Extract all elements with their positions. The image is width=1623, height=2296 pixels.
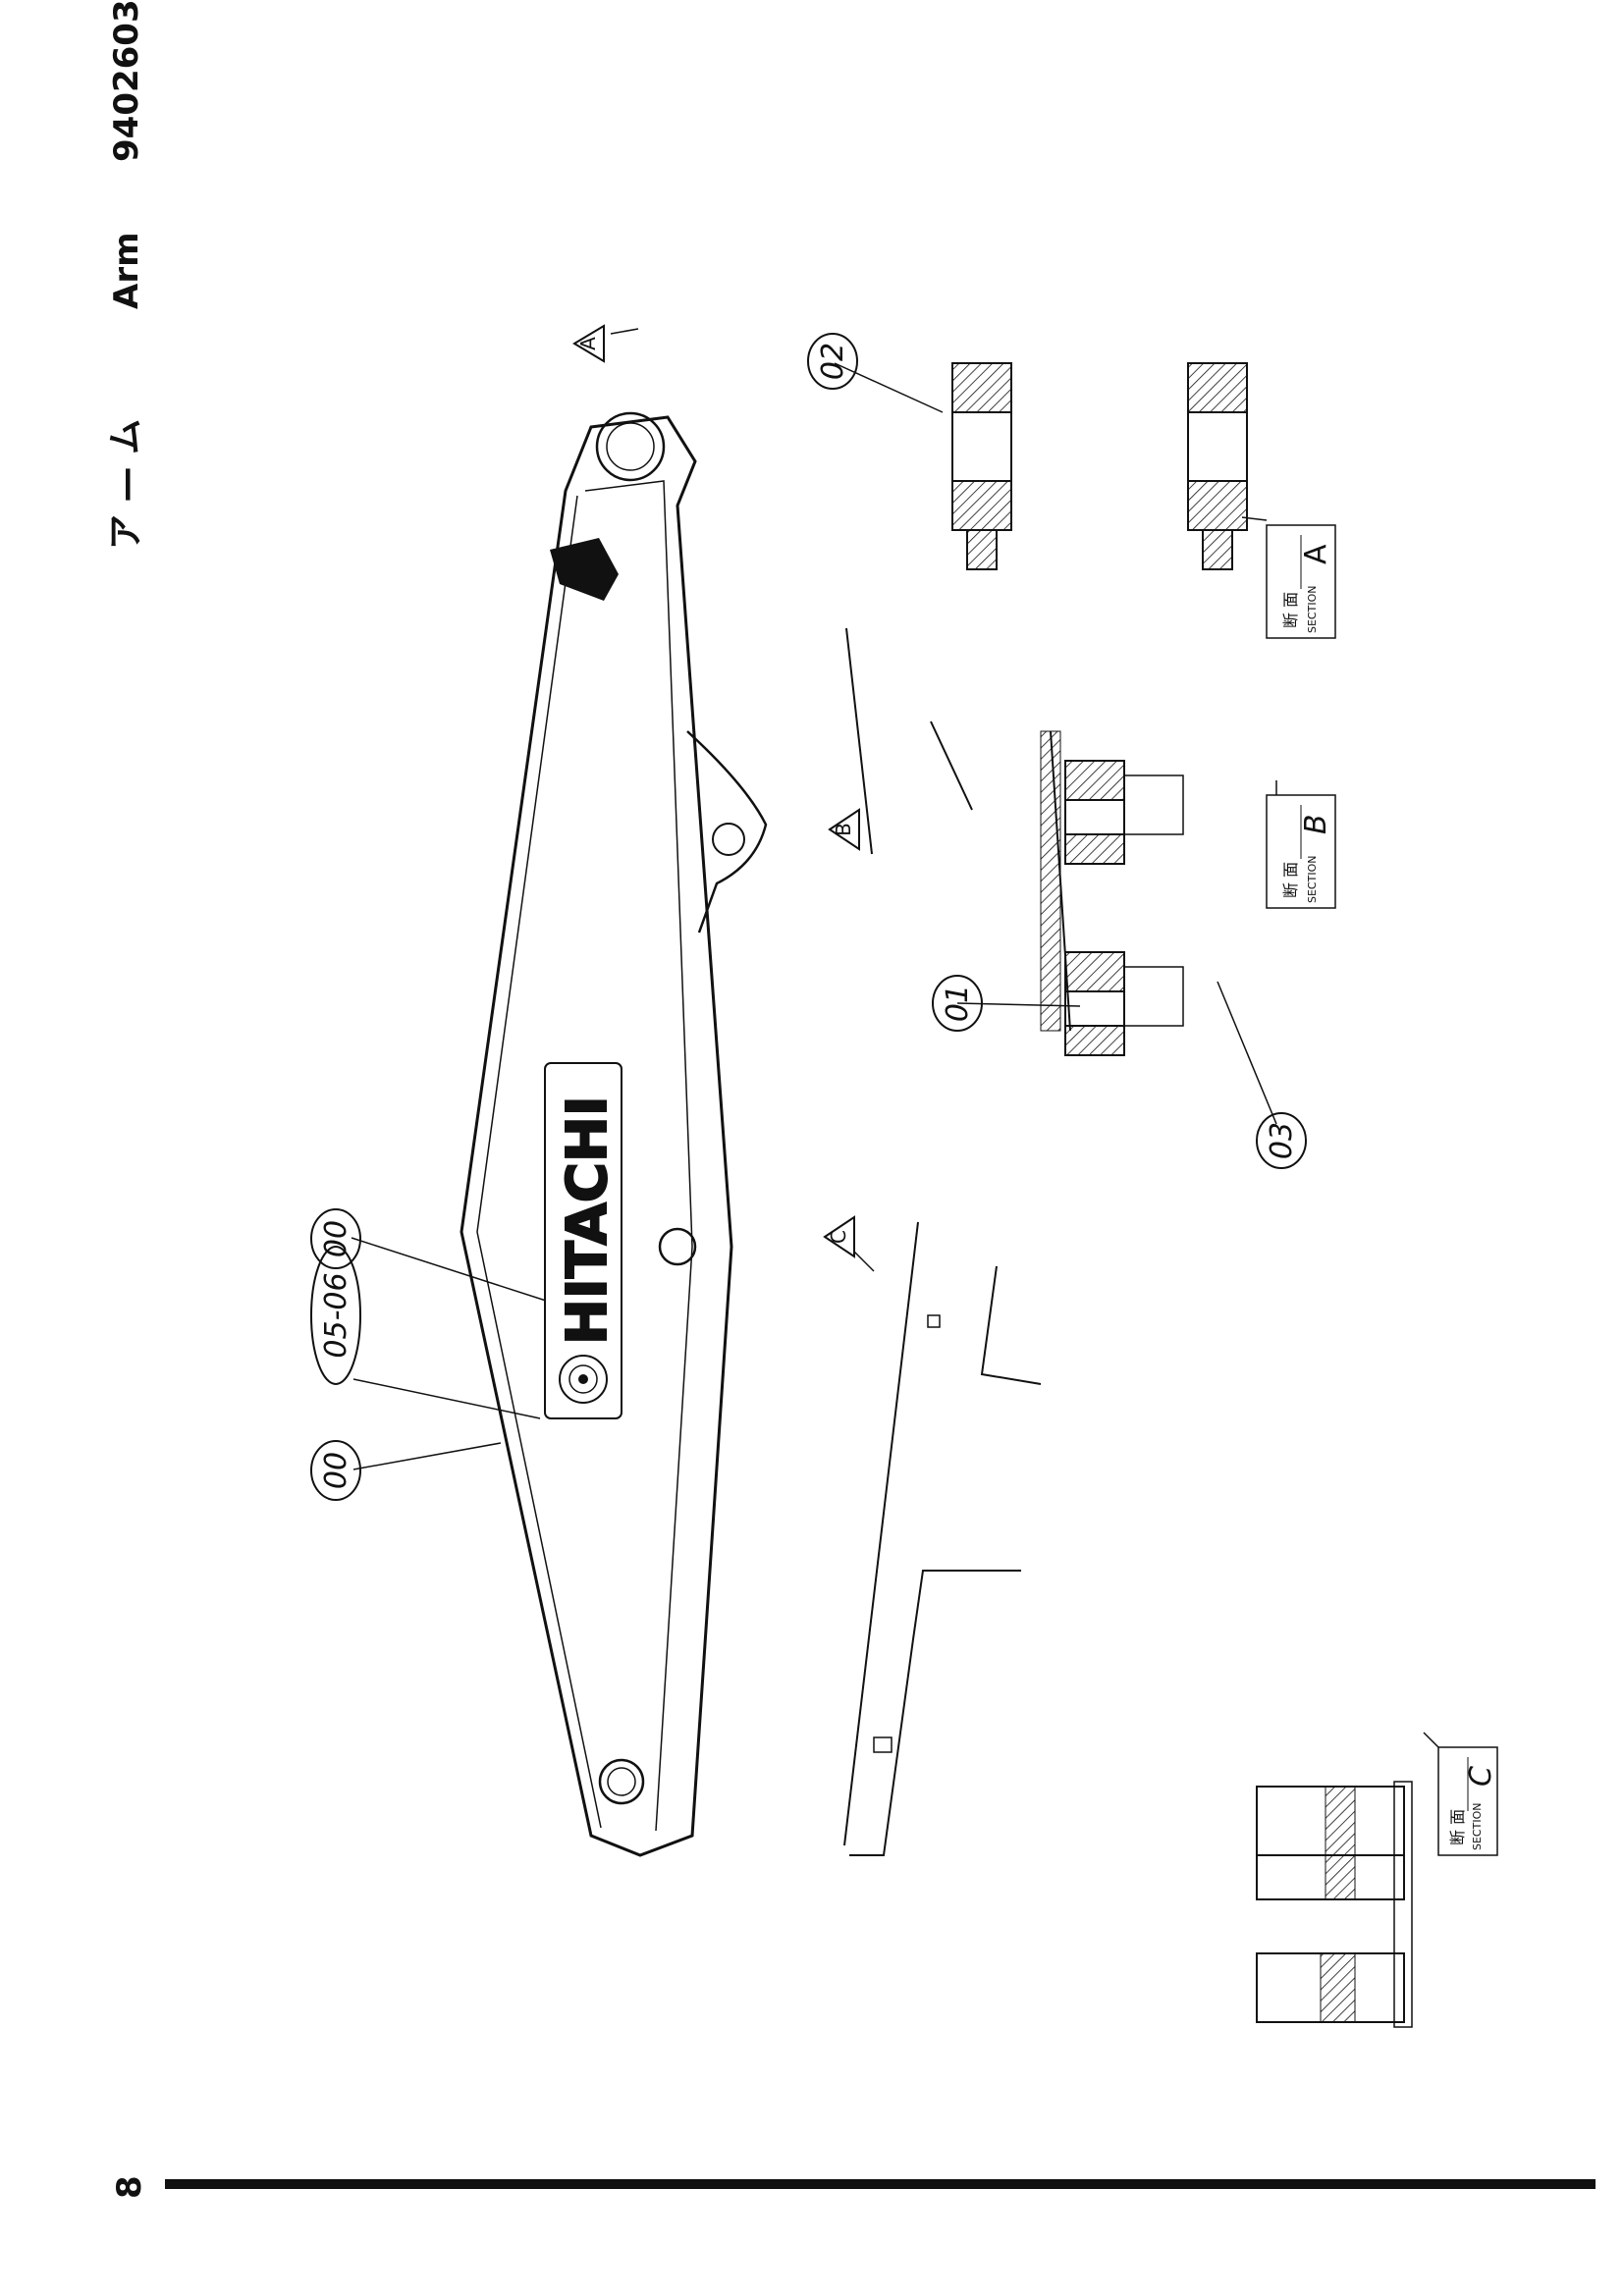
svg-text:A: A (1299, 544, 1333, 564)
page-number: 8 (110, 2175, 149, 2199)
callout-02: 02 (807, 333, 858, 390)
svg-text:03: 03 (1265, 1122, 1299, 1159)
section-c-label: 断 面 SECTION C (1423, 1732, 1498, 1856)
section-c-detail (1256, 1781, 1413, 2028)
section-a-detail (951, 362, 1248, 570)
svg-text:SECTION: SECTION (1306, 586, 1319, 633)
svg-text:01: 01 (941, 985, 975, 1022)
svg-text:断 面: 断 面 (1281, 862, 1300, 898)
logo-brand-text: HITACHI (556, 1095, 620, 1345)
drawing-title-japanese: ア — ム (106, 419, 146, 550)
callout-03: 03 (1256, 1112, 1307, 1169)
svg-text:C: C (1464, 1766, 1498, 1787)
svg-text:断 面: 断 面 (1448, 1809, 1467, 1845)
bottom-rule (165, 2179, 1596, 2189)
view-arrow-b: B (828, 808, 860, 851)
svg-text:00: 00 (319, 1220, 353, 1257)
svg-text:02: 02 (816, 343, 850, 380)
svg-text:B: B (1299, 814, 1333, 834)
view-arrow-c: C (823, 1215, 875, 1272)
drawing-number: 9402603 (107, 0, 146, 162)
section-c-view (843, 1221, 1042, 1856)
svg-text:SECTION: SECTION (1471, 1803, 1484, 1850)
leader-lines (351, 362, 1277, 1470)
svg-text:SECTION: SECTION (1306, 856, 1319, 903)
svg-text:C: C (827, 1230, 850, 1244)
svg-text:05-06: 05-06 (319, 1272, 353, 1358)
arm-body (460, 411, 768, 1857)
logo-plate: HITACHI (544, 1062, 622, 1419)
svg-text:断 面: 断 面 (1281, 592, 1300, 628)
section-b-detail (845, 627, 1184, 1056)
drawing-title: Arm (107, 232, 146, 309)
callout-01: 01 (932, 975, 983, 1032)
section-a-label: 断 面 SECTION A (1241, 516, 1336, 639)
callout-05-06: 05-06 (310, 1246, 361, 1385)
view-arrow-a: A (572, 324, 639, 363)
svg-text:B: B (832, 823, 855, 836)
section-b-label: 断 面 SECTION B (1266, 780, 1336, 909)
svg-text:00: 00 (319, 1452, 353, 1489)
callout-04: 00 (310, 1208, 361, 1269)
svg-text:A: A (576, 337, 600, 350)
callout-00: 00 (310, 1440, 361, 1501)
